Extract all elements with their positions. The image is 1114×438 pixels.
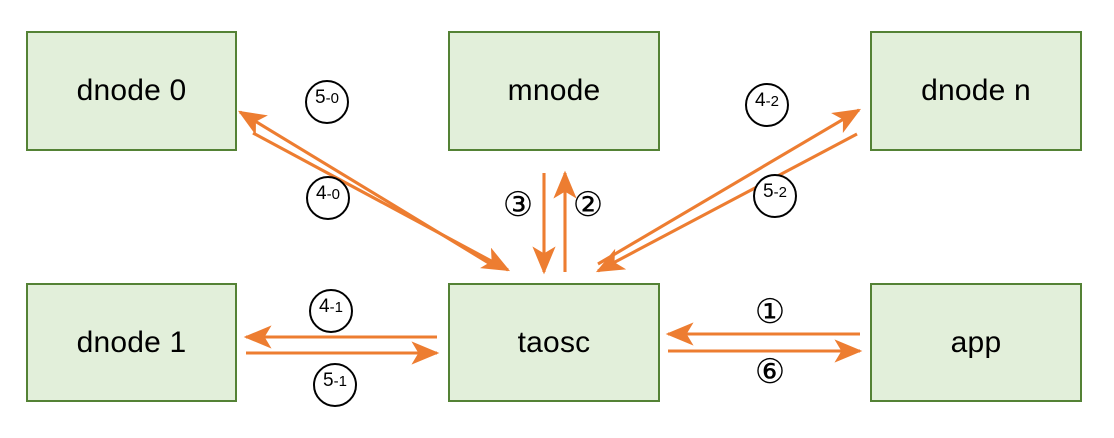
- step-marker-main: 4: [755, 90, 766, 111]
- arrow-5-2: [595, 132, 858, 273]
- step-marker-sub: -0: [325, 90, 339, 107]
- step-marker-main: 4: [316, 183, 327, 204]
- step-marker-sub: -2: [765, 93, 779, 110]
- step-marker-4-2: 4-2: [745, 83, 789, 127]
- node-label: taosc: [517, 325, 591, 359]
- node-dnode-0[interactable]: dnode 0: [26, 31, 237, 151]
- step-marker-4-0: 4-0: [306, 176, 350, 220]
- node-label: dnode 1: [76, 325, 187, 359]
- step-marker-5-1: 5-1: [313, 363, 357, 407]
- node-taosc[interactable]: taosc: [448, 283, 660, 402]
- step-marker-2: ②: [572, 185, 604, 225]
- node-label: mnode: [507, 74, 601, 107]
- step-marker-sub: -1: [333, 373, 347, 390]
- node-mnode[interactable]: mnode: [448, 31, 660, 151]
- arrow-4-2: [597, 108, 862, 266]
- node-label: dnode n: [921, 74, 1031, 107]
- node-app[interactable]: app: [870, 283, 1082, 402]
- node-dnode-n[interactable]: dnode n: [870, 31, 1082, 151]
- step-marker-sub: -0: [326, 186, 340, 203]
- step-marker-4-1: 4-1: [309, 289, 353, 333]
- arrow-4-0: [252, 131, 511, 272]
- step-marker-main: 5: [323, 370, 334, 391]
- step-marker-1: ①: [754, 292, 786, 332]
- step-marker-sub: -1: [329, 299, 343, 316]
- step-marker-5-0: 5-0: [305, 80, 349, 124]
- step-marker-sub: -2: [773, 184, 787, 201]
- node-dnode-1[interactable]: dnode 1: [26, 283, 237, 402]
- node-label: dnode 0: [76, 74, 187, 107]
- step-marker-3: ③: [502, 185, 534, 225]
- step-marker-5-2: 5-2: [753, 174, 797, 218]
- step-marker-main: 4: [319, 296, 330, 317]
- node-label: app: [950, 325, 1002, 359]
- step-marker-6: ⑥: [754, 352, 786, 392]
- step-marker-main: 5: [763, 181, 774, 202]
- step-marker-main: 5: [315, 87, 326, 108]
